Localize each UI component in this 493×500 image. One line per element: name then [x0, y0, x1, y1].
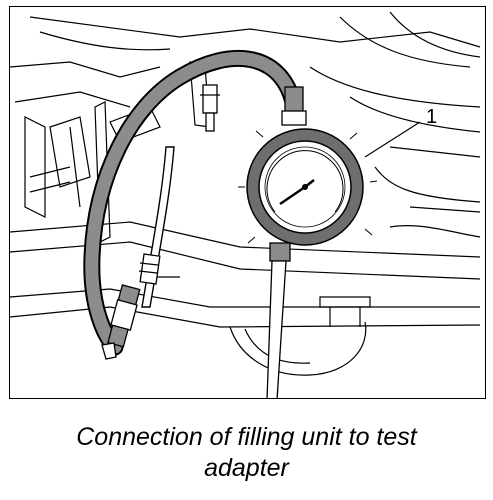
- caption-line-1: Connection of filling unit to test: [76, 423, 417, 451]
- test-adapter-connector: [101, 284, 141, 360]
- caption-line-2: adapter: [204, 454, 289, 482]
- valve-stem: [200, 84, 220, 132]
- diagram-frame: 1: [9, 6, 486, 399]
- pressure-gauge-icon: [238, 128, 378, 246]
- diagram-illustration: 1: [10, 11, 481, 398]
- callout-number: 1: [426, 106, 437, 128]
- pipe-coupling: [138, 253, 161, 285]
- filling-hose: [83, 49, 302, 356]
- gauge-hose-fitting: [281, 86, 307, 126]
- callout-1: 1: [364, 106, 437, 158]
- figure-caption: Connection of filling unit to test adapt…: [0, 422, 493, 484]
- gauge-outlet-hose: [266, 242, 291, 398]
